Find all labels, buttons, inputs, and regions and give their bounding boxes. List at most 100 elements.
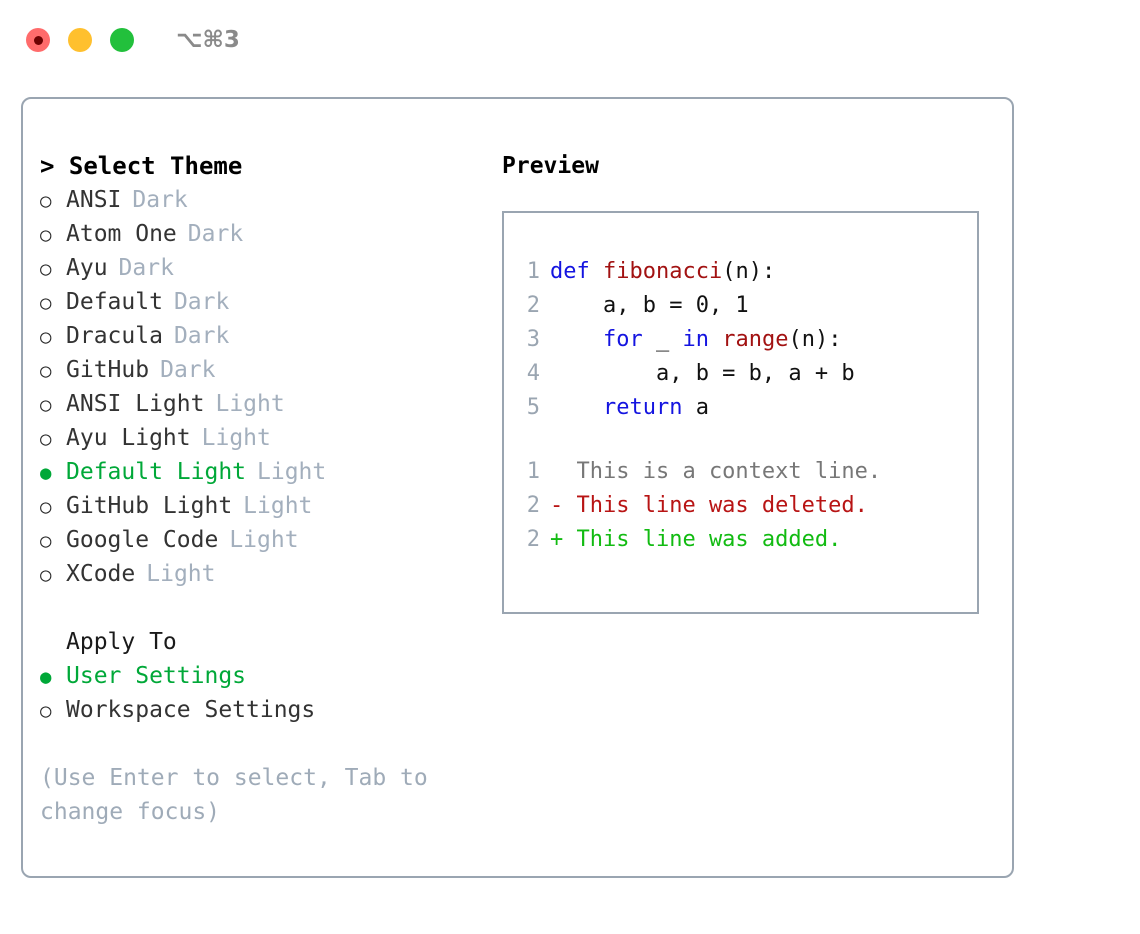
code-line-content: a, b = b, a + b [550,357,855,391]
radio-unselected-icon: ○ [40,700,52,722]
theme-list-item[interactable]: ○ GitHub Dark [40,353,480,387]
theme-list-item[interactable]: ○ Ayu Light Light [40,421,480,455]
theme-name: ANSI [66,187,122,213]
theme-list-item[interactable]: ○ Google Code Light [40,523,480,557]
record-indicator-icon [33,35,43,45]
code-token: return [602,395,683,420]
theme-name: Ayu Light [66,425,191,451]
theme-name: Ayu [66,255,108,281]
code-line: 4 a, b = b, a + b [504,357,977,391]
radio-unselected-icon: ○ [40,360,52,382]
close-button-icon[interactable] [26,28,50,52]
theme-category-tag: Dark [160,357,216,383]
apply-to-option-label: Workspace Settings [66,697,316,723]
radio-selected-icon: ● [40,462,52,484]
line-number: 2 [526,293,540,318]
line-number: 3 [526,327,540,352]
code-token: fibonacci [602,259,723,284]
theme-name: GitHub [66,357,150,383]
code-token: (n): [788,327,842,352]
line-number: 1 [526,459,540,484]
theme-category-tag: Light [243,493,313,519]
theme-category-tag: Light [215,391,285,417]
apply-to-option[interactable]: ● User Settings [40,659,480,693]
theme-list-item[interactable]: ○ Ayu Dark [40,251,480,285]
keyboard-shortcut-label: ⌥⌘3 [176,27,240,53]
theme-category-tag: Light [201,425,271,451]
line-number: 2 [526,527,540,552]
diff-line-content: + This line was added. [550,527,842,552]
theme-name: Default [66,289,163,315]
apply-to-group: Apply To ● User Settings ○ Workspace Settin… [40,625,480,727]
radio-unselected-icon: ○ [40,190,52,212]
line-number: 5 [526,395,540,420]
radio-unselected-icon: ○ [40,428,52,450]
theme-category-tag: Light [229,527,299,553]
theme-list-item[interactable]: ○ GitHub Light Light [40,489,480,523]
code-line-content: for _ in range(n): [550,323,841,357]
radio-unselected-icon: ○ [40,564,52,586]
line-number: 4 [526,361,540,386]
radio-unselected-icon: ○ [40,496,52,518]
apply-to-option-label: User Settings [66,663,247,689]
theme-name: Dracula [66,323,163,349]
radio-unselected-icon: ○ [40,326,52,348]
code-token [550,395,603,420]
apply-to-options[interactable]: ● User Settings ○ Workspace Settings [40,659,480,727]
theme-category-tag: Dark [187,221,244,247]
diff-line-ctx: 1 This is a context line. [504,455,977,489]
radio-unselected-icon: ○ [40,258,52,280]
radio-unselected-icon: ○ [40,292,52,314]
line-number: 1 [526,259,540,284]
theme-name: GitHub Light [66,493,233,519]
diff-sample: 1 This is a context line.2- This line wa… [504,455,977,557]
diff-line-del: 2- This line was deleted. [504,489,977,523]
diff-line-add: 2 + This line was added. [504,523,977,557]
diff-line-content: - This line was deleted. [550,493,868,518]
theme-category-tag: Dark [132,187,188,213]
panel-title: > Select Theme [40,152,243,180]
code-token: (n): [722,259,776,284]
theme-category-tag: Light [146,561,216,587]
code-token: a, b = 0, 1 [550,293,749,318]
apply-to-option[interactable]: ○ Workspace Settings [40,693,480,727]
theme-category-tag: Dark [118,255,174,281]
code-token: def [550,259,603,284]
code-token: a, b = b, a + b [550,361,855,386]
code-token: for [602,327,643,352]
code-token [550,327,603,352]
theme-name: Google Code [66,527,219,553]
code-line: 3 for _ in range(n): [504,323,977,357]
theme-name: XCode [66,561,136,587]
theme-list-item[interactable]: ○ XCode Light [40,557,480,591]
title-bar: ⌥⌘3 [0,0,1140,80]
radio-selected-icon: ● [40,666,52,688]
code-token: _ [642,327,683,352]
minimize-button-icon[interactable] [68,28,92,52]
apply-to-heading: Apply To [66,629,177,655]
code-line: 5 return a [504,391,977,425]
theme-category-tag: Light [257,459,327,485]
code-token: in [682,327,723,352]
code-line-content: a, b = 0, 1 [550,289,749,323]
code-token: a [682,395,709,420]
theme-list-item[interactable]: ○ ANSI Dark [40,183,480,217]
theme-category-tag: Dark [173,323,230,349]
code-line-content: return a [550,391,709,425]
theme-list-item[interactable]: ○ Dracula Dark [40,319,480,353]
theme-name: Atom One [66,221,177,247]
radio-unselected-icon: ○ [40,530,52,552]
preview-title: Preview [502,153,599,179]
maximize-button-icon[interactable] [110,28,134,52]
